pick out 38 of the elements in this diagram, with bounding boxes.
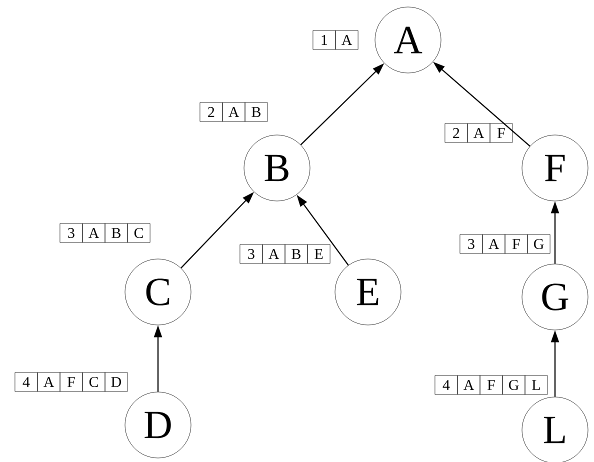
label-cell: 2 bbox=[200, 102, 223, 122]
label-cell: 3 bbox=[240, 244, 263, 264]
label-cell: A bbox=[82, 223, 106, 243]
label-cell: A bbox=[37, 372, 60, 392]
tree-node: A bbox=[374, 6, 442, 74]
tree-node: L bbox=[522, 396, 588, 462]
label-cell: 3 bbox=[460, 234, 483, 254]
label-cell: A bbox=[467, 123, 490, 143]
label-cell: B bbox=[284, 244, 308, 264]
tree-node: B bbox=[244, 134, 310, 202]
label-cell: 3 bbox=[60, 223, 83, 243]
tree-node: G bbox=[522, 264, 588, 330]
label-cell: A bbox=[262, 244, 286, 264]
label-cell: F bbox=[490, 123, 513, 143]
label-cell: 4 bbox=[434, 375, 458, 395]
label-cell: A bbox=[335, 30, 358, 50]
label-cell: B bbox=[104, 223, 128, 243]
label-cell: A bbox=[482, 234, 506, 254]
label-cell: F bbox=[480, 375, 503, 395]
label-cell: A bbox=[457, 375, 480, 395]
label-cell: 4 bbox=[14, 372, 38, 392]
label-cell: F bbox=[504, 234, 528, 254]
label-cell: 2 bbox=[444, 123, 468, 143]
label-cell: B bbox=[244, 102, 268, 122]
label-cell: G bbox=[527, 234, 550, 254]
label-cell: A bbox=[222, 102, 246, 122]
tree-node: F bbox=[522, 134, 588, 202]
tree-node: E bbox=[334, 258, 402, 326]
label-cell: 1 bbox=[312, 30, 336, 50]
label-cell: E bbox=[307, 244, 330, 264]
label-cell: G bbox=[502, 375, 526, 395]
tree-node: C bbox=[124, 258, 192, 326]
label-cell: F bbox=[60, 372, 83, 392]
label-cell: C bbox=[82, 372, 106, 392]
label-cell: D bbox=[104, 372, 128, 392]
label-cell: L bbox=[524, 375, 548, 395]
tree-node: D bbox=[124, 392, 192, 458]
label-cell: C bbox=[127, 223, 150, 243]
